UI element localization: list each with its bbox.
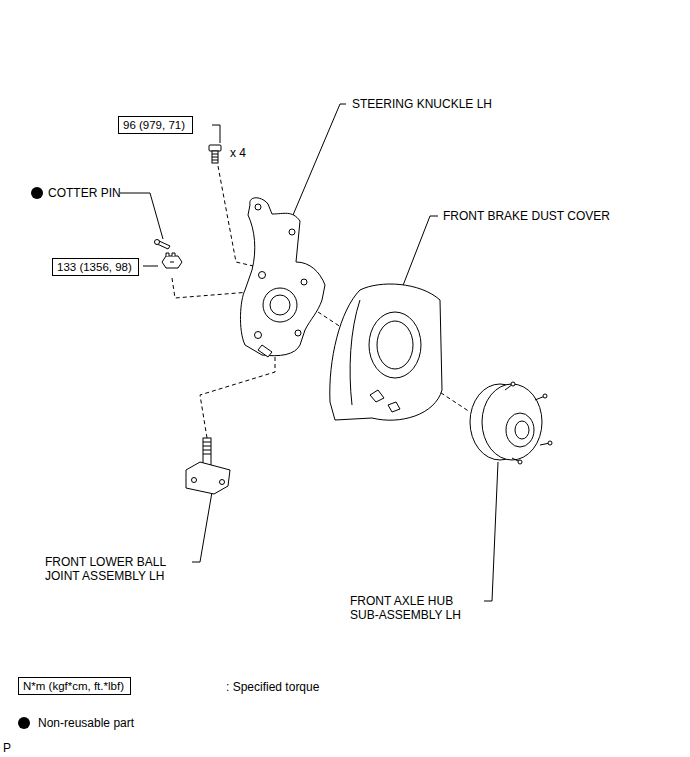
castle-nut: [162, 253, 182, 268]
legend-swatch: [18, 717, 30, 729]
legend-text: : Specified torque: [226, 680, 319, 694]
part-label: x 4: [230, 146, 246, 160]
leader-line: [143, 266, 158, 267]
torque-spec-box: 133 (1356, 98): [52, 258, 139, 276]
assembly-line: [172, 166, 470, 438]
part-label: STEERING KNUCKLE LH: [352, 97, 492, 111]
torque-spec-box: 96 (979, 71): [118, 116, 193, 134]
torque-value: 133 (1356, 98): [57, 261, 132, 273]
ball-joint: [186, 438, 230, 494]
part-label: FRONT LOWER BALL JOINT ASSEMBLY LH: [45, 555, 173, 583]
part-label: FRONT AXLE HUB SUB-ASSEMBLY LH: [350, 594, 468, 622]
torque-spec-box: N*m (kgf*cm, ft.*lbf): [18, 677, 131, 695]
part-label: FRONT BRAKE DUST COVER: [443, 209, 610, 223]
non-reusable-mark: [31, 187, 43, 199]
axle-hub: [470, 382, 552, 464]
torque-value: 96 (979, 71): [123, 119, 185, 131]
leader-line: [120, 193, 163, 239]
dust-cover: [330, 284, 442, 420]
part-label: COTTER PIN: [48, 186, 121, 200]
leader-line: [402, 216, 438, 288]
leader-line: [293, 104, 346, 215]
part-label: P: [3, 741, 11, 755]
leader-line: [484, 462, 498, 601]
steering-knuckle: [240, 198, 325, 357]
legend-text: Non-reusable part: [38, 716, 134, 730]
bolt: [209, 145, 221, 163]
leader-line: [212, 125, 220, 143]
cotter-pin: [155, 240, 171, 250]
leader-line: [192, 492, 212, 562]
torque-value: N*m (kgf*cm, ft.*lbf): [23, 680, 124, 692]
